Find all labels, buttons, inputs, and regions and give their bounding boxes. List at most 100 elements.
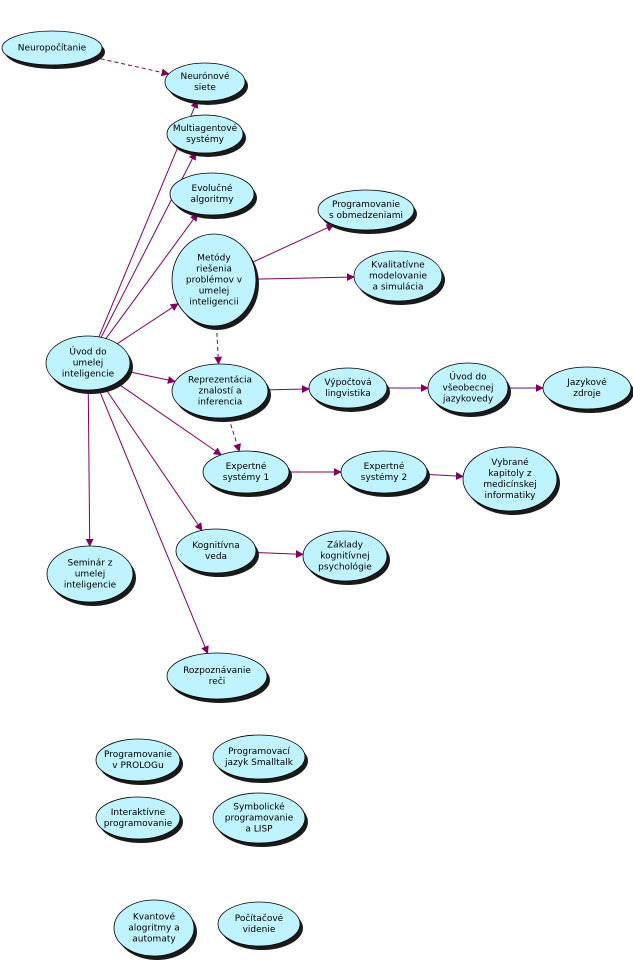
node-label: Vybrané [491,457,529,468]
node-label: jazyk Smalltalk [224,758,294,768]
node-ellipse [202,450,290,494]
node-label: inteligencie [64,581,117,591]
node-label: systémy 1 [223,472,269,483]
node-label: Programovací [228,747,290,757]
node-label: inferencia [198,398,243,408]
node-ellipse [427,362,509,414]
node-ellipse [212,792,306,844]
node-label: Interaktívne [111,808,166,818]
edge-uvod-do-ui-to-metody-riesenia [117,303,179,345]
node-ellipse [95,738,181,782]
edge-metody-riesenia-to-reprezentacia-znalosti [214,325,223,365]
node-ellipse [340,450,428,494]
node-label: Kognitívna [192,541,239,551]
node-label: Neurónové [180,71,230,82]
edges-layer [85,56,544,655]
node-label: Multiagentové [173,123,238,134]
node-label: programovanie [225,814,294,824]
node-ellipse [95,796,181,840]
node-label: a LISP [245,825,273,835]
node-label: alogritmy a [128,924,179,934]
node-neuropocitanie[interactable]: Neuropočítanie [1,30,105,69]
edge-metody-riesenia-to-kvalitativne-modelovanie [255,273,355,282]
node-label: a simulácia [372,283,423,293]
node-label: s obmedzeniami [329,211,403,221]
node-label: systémy [186,134,225,145]
node-label: Expertné [226,461,267,472]
node-label: Úvod do [449,371,487,383]
node-ellipse [169,172,255,216]
node-label: Programovanie [332,200,401,210]
node-label: problémov v [186,275,243,286]
node-ellipse [166,652,268,700]
edge-uvod-do-ui-to-reprezentacia-znalosti [127,370,176,384]
node-label: zdroje [573,389,601,399]
edge-reprezentacia-znalosti-to-expertne-systemy-1 [228,417,241,453]
node-ellipse [542,366,632,410]
node-ellipse [113,899,195,957]
node-label: Programovanie [104,750,173,760]
node-label: v PROLOGu [112,761,163,771]
node-ellipse [302,530,388,582]
node-label: Neuropočítanie [18,43,87,54]
node-label: algoritmy [190,195,234,205]
edge-neuropocitanie-to-neuronove-siete [93,56,170,77]
node-label: Kvalitatívne [371,261,425,271]
node-label: jazykovedy [442,395,494,405]
edge-uvod-do-ui-to-expertne-systemy-1 [116,382,222,456]
node-ellipse [353,250,443,302]
node-label: kapitoly z [488,469,532,479]
node-label: znalostí a [198,387,241,397]
node-ellipse [217,901,301,947]
node-label: Seminár z [67,559,112,569]
node-ellipse [308,367,388,409]
node-label: Rozpoznávanie [183,666,251,676]
node-label: automaty [132,935,176,945]
node-label: všeobecnej [443,383,494,394]
edge-kognitivna-veda-to-zaklady-kognitivnej-psychologie [255,550,304,559]
node-label: Základy [327,541,364,551]
node-label: lingvistika [325,389,371,399]
node-ellipse [166,114,244,154]
node-ellipse [45,335,131,391]
node-ellipse [171,233,257,327]
node-label: programovanie [104,819,173,829]
node-label: systémy 2 [361,472,407,483]
node-label: videnie [243,925,276,935]
edge-uvod-do-ui-to-evolucne-algoritmy [105,213,199,339]
node-label: medicínskej [483,480,536,490]
node-label: siete [194,83,216,93]
node-label: inteligencii [189,298,238,308]
node-ellipse [317,189,415,231]
node-label: reči [209,676,226,687]
node-label: Počítačové [235,913,284,924]
edge-reprezentacia-znalosti-to-vypoctova-lingvistika [267,385,310,394]
edge-uvod-do-ui-to-rozpoznavanie-reci [98,388,209,655]
node-label: umelej [73,359,104,369]
